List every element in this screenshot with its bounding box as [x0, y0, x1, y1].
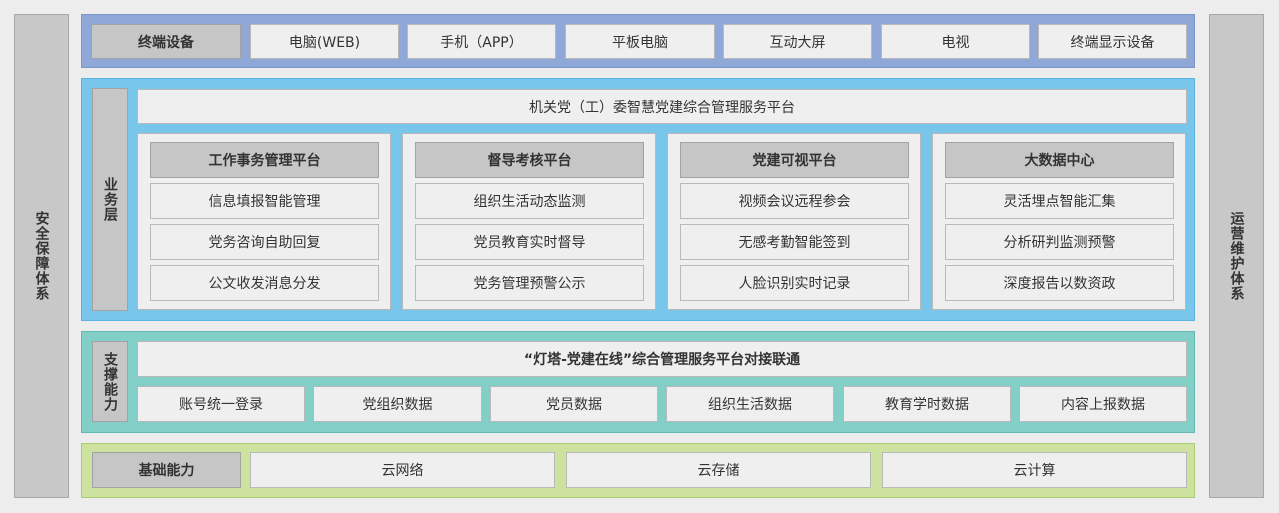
terminal-item: 手机（APP）	[407, 24, 556, 59]
business-layer-label: 业务层	[92, 88, 128, 311]
panel-item: 党务咨询自助回复	[150, 224, 379, 260]
support-layer-label: 支撑能力	[92, 341, 128, 422]
base-layer: 基础能力 云网络 云存储 云计算	[81, 443, 1195, 498]
panel-item: 人脸识别实时记录	[680, 265, 909, 301]
panel-title: 大数据中心	[945, 142, 1174, 178]
support-item: 账号统一登录	[137, 386, 305, 422]
terminal-item: 电脑(WEB)	[250, 24, 399, 59]
panel-item: 深度报告以数资政	[945, 265, 1174, 301]
terminal-item: 终端显示设备	[1038, 24, 1187, 59]
terminal-item: 互动大屏	[723, 24, 872, 59]
panel-item: 信息填报智能管理	[150, 183, 379, 219]
panel-item: 公文收发消息分发	[150, 265, 379, 301]
support-layer-label-text: 支撑能力	[102, 351, 118, 412]
support-item: 党组织数据	[313, 386, 482, 422]
support-item: 内容上报数据	[1019, 386, 1187, 422]
business-layer: 业务层 机关党（工）委智慧党建综合管理服务平台 工作事务管理平台 信息填报智能管…	[81, 78, 1195, 321]
operations-system-label: 运营维护体系	[1228, 211, 1245, 301]
panel-item: 分析研判监测预警	[945, 224, 1174, 260]
panel-item: 视频会议远程参会	[680, 183, 909, 219]
support-layer: 支撑能力 “灯塔-党建在线”综合管理服务平台对接联通 账号统一登录 党组织数据 …	[81, 331, 1195, 433]
support-item: 党员数据	[490, 386, 658, 422]
terminal-layer-label: 终端设备	[91, 24, 241, 59]
base-item: 云网络	[250, 452, 555, 488]
panel-title: 党建可视平台	[680, 142, 909, 178]
terminal-item: 电视	[881, 24, 1030, 59]
terminal-item: 平板电脑	[565, 24, 715, 59]
base-item: 云计算	[882, 452, 1187, 488]
operations-system-column: 运营维护体系	[1209, 14, 1264, 498]
support-platform-title: “灯塔-党建在线”综合管理服务平台对接联通	[137, 341, 1187, 377]
terminal-layer: 终端设备 电脑(WEB) 手机（APP） 平板电脑 互动大屏 电视 终端显示设备	[81, 14, 1195, 68]
business-panel: 大数据中心 灵活埋点智能汇集 分析研判监测预警 深度报告以数资政	[932, 133, 1186, 310]
panel-item: 党务管理预警公示	[415, 265, 644, 301]
business-platform-title: 机关党（工）委智慧党建综合管理服务平台	[137, 89, 1187, 124]
panel-item: 党员教育实时督导	[415, 224, 644, 260]
business-panel: 督导考核平台 组织生活动态监测 党员教育实时督导 党务管理预警公示	[402, 133, 656, 310]
security-system-label: 安全保障体系	[33, 211, 50, 301]
panel-item: 无感考勤智能签到	[680, 224, 909, 260]
base-item: 云存储	[566, 452, 871, 488]
panel-item: 灵活埋点智能汇集	[945, 183, 1174, 219]
panel-title: 工作事务管理平台	[150, 142, 379, 178]
support-item: 教育学时数据	[843, 386, 1011, 422]
support-item: 组织生活数据	[666, 386, 834, 422]
panel-item: 组织生活动态监测	[415, 183, 644, 219]
business-layer-label-text: 业务层	[102, 177, 118, 222]
security-system-column: 安全保障体系	[14, 14, 69, 498]
business-panel: 工作事务管理平台 信息填报智能管理 党务咨询自助回复 公文收发消息分发	[137, 133, 391, 310]
panel-title: 督导考核平台	[415, 142, 644, 178]
business-panel: 党建可视平台 视频会议远程参会 无感考勤智能签到 人脸识别实时记录	[667, 133, 921, 310]
base-layer-label: 基础能力	[92, 452, 241, 488]
